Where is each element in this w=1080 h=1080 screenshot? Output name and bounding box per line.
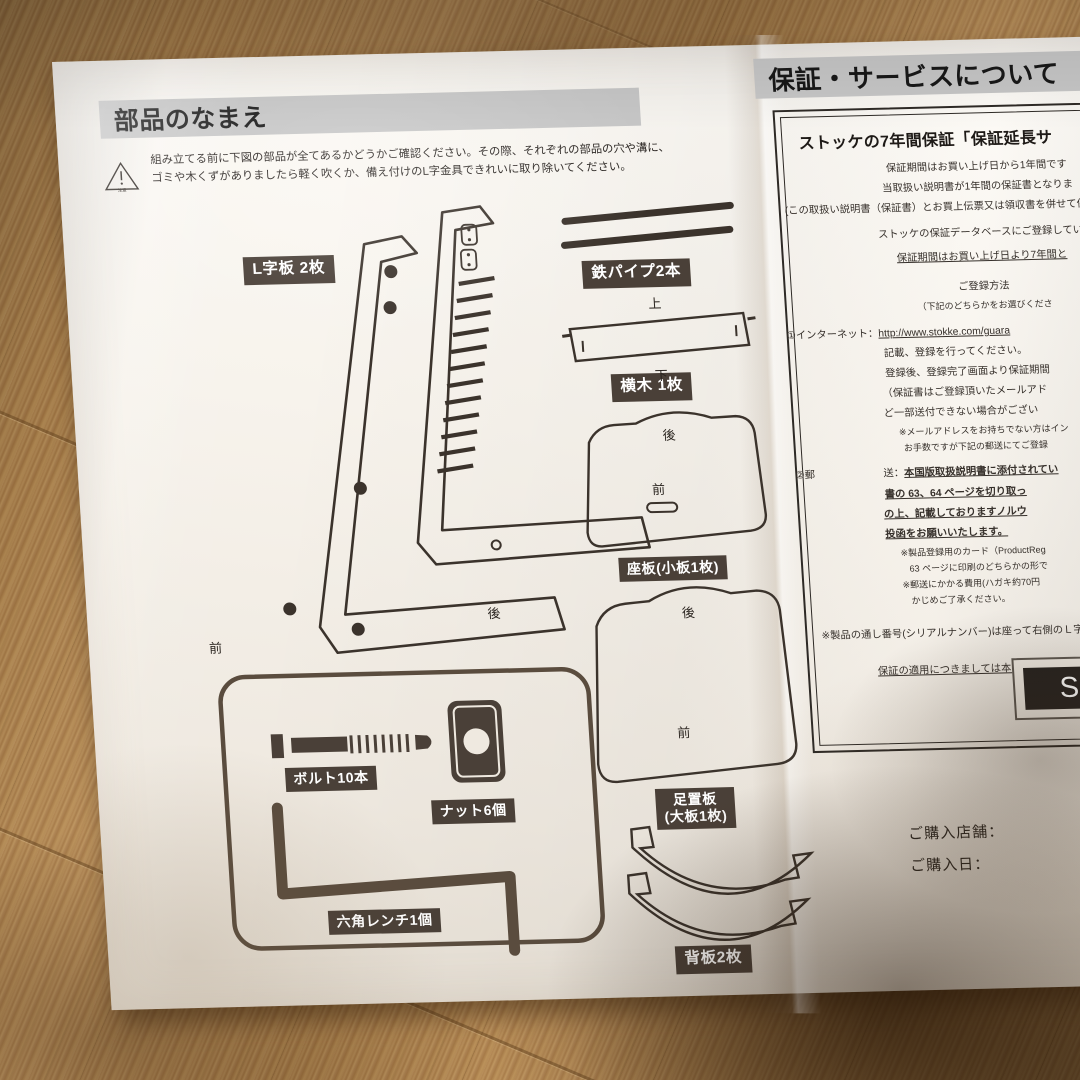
label-l-board: L字板 2枚 — [242, 255, 335, 285]
mark-back-foot-plate: 後 — [681, 605, 696, 621]
label-back-plate: 背板2枚 — [674, 944, 753, 974]
warranty-line: ストッケの保証データベースにご登録してい — [877, 224, 1080, 241]
purchase-date-field[interactable]: ご購入日： — [909, 855, 991, 875]
label-bolt: ボルト10本 — [284, 765, 378, 792]
mark-top-cross-bar: 上 — [647, 296, 662, 312]
manual-sheet: 部品のなまえ 注意 組み立てる前に下図の部品が全てあるかどうかご確認ください。そ… — [52, 35, 1080, 1024]
post-method-number: ②郵 — [795, 470, 816, 483]
label-seat-plate: 座板(小板1枚) — [618, 555, 728, 582]
stokke-logo-box: STOKKE — [1011, 652, 1080, 721]
internet-method-number: ①インターネット： — [786, 328, 879, 342]
svg-text:注意: 注意 — [118, 187, 128, 193]
label-cross-bar: 横木 1枚 — [610, 372, 693, 402]
purchase-store-field[interactable]: ご購入店舗： — [907, 823, 1005, 843]
purchase-fields: ご購入店舗： ご購入日： — [907, 816, 1007, 883]
mark-front-l-board: 前 — [208, 640, 223, 656]
serial-number-note: ※製品の通し番号(シリアルナンバー)は座って右側のＬ字 — [821, 625, 1080, 643]
mark-bottom-cross-bar: 下 — [654, 367, 669, 384]
label-hex-wrench: 六角レンチ1個 — [327, 908, 442, 935]
label-foot-plate: 足置板 (大板1枚) — [654, 787, 737, 830]
stokke-logo-inner: STOKKE — [1022, 663, 1080, 710]
warranty-body: 保証期間はお買い上げ日から1年間です 当取扱い説明書が1年間の保証書となりま (… — [776, 152, 1080, 683]
paper-surface: 部品のなまえ 注意 組み立てる前に下図の部品が全てあるかどうかご確認ください。そ… — [52, 35, 1080, 1014]
post-method-label: 送： — [883, 468, 905, 480]
stokke-brand-text: STOKKE — [1058, 668, 1080, 704]
mark-front-seat-plate: 前 — [651, 481, 666, 498]
label-steel-pipe: 鉄パイプ2本 — [581, 258, 692, 289]
mark-back-l-board: 後 — [487, 605, 501, 622]
mark-back-seat-plate: 後 — [662, 427, 677, 443]
mark-front-foot-plate: 前 — [676, 725, 691, 741]
right-page-header-text: 保証・サービスについて — [767, 57, 1061, 95]
label-nut: ナット6個 — [431, 798, 516, 825]
parts-diagram — [218, 201, 815, 956]
post-detail: 本国版取扱説明書に添付されてい — [903, 464, 1059, 480]
caution-triangle-icon: 注意 — [102, 160, 140, 193]
right-page-header-band: 保証・サービスについて — [753, 49, 1080, 99]
